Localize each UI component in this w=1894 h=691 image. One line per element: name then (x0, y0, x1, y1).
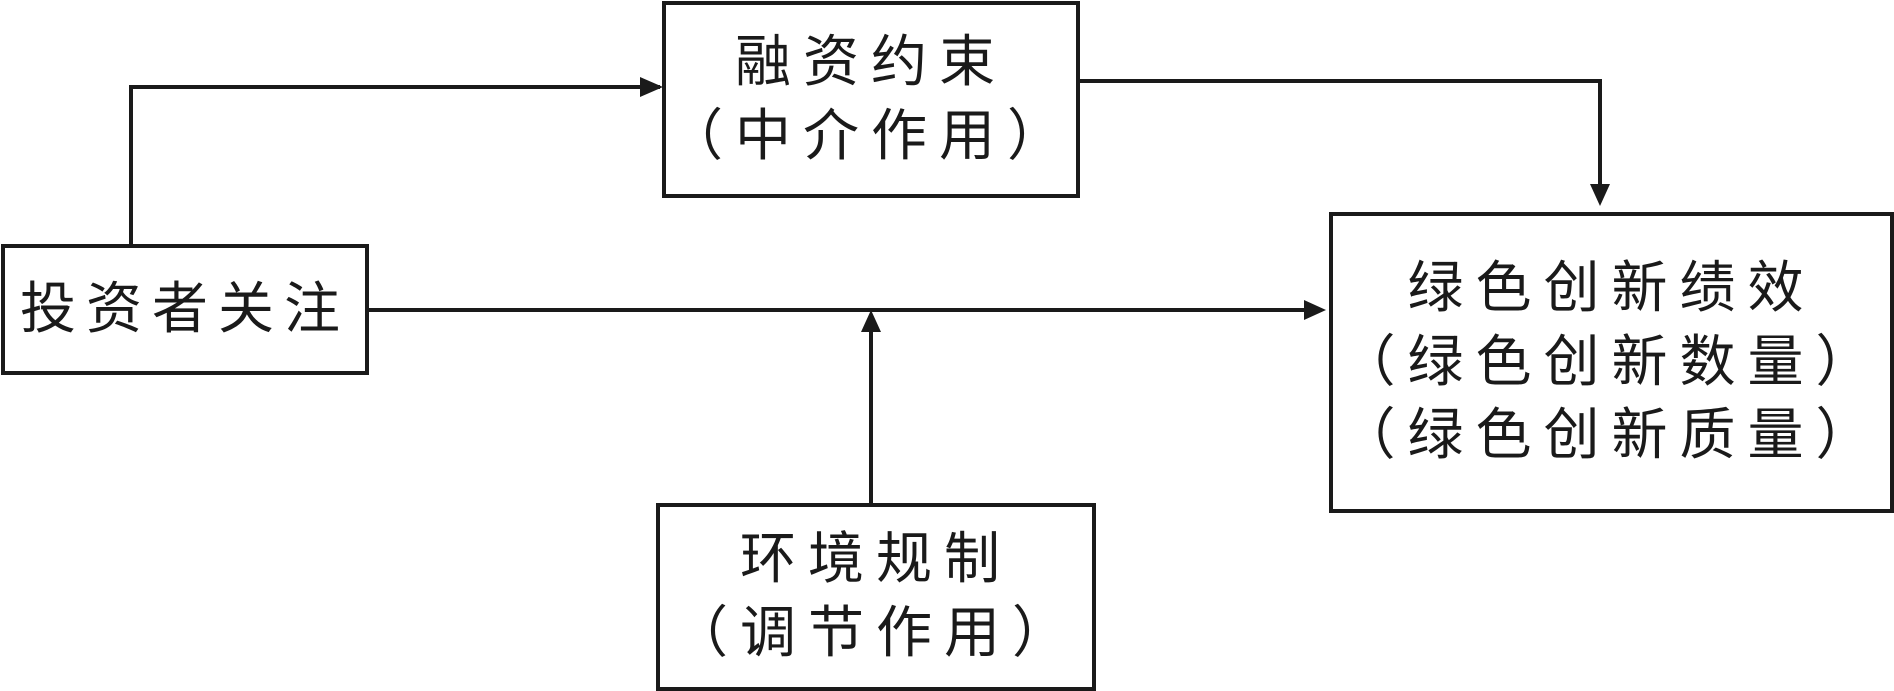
green-innovation-quantity: （绿色创新数量） (1339, 329, 1884, 395)
financing-constraint-node: 融资约束 （中介作用） (662, 1, 1080, 198)
arrow-financing-to-green (1079, 79, 1602, 190)
arrowhead-green-left (1304, 300, 1326, 320)
arrowhead-financing (640, 77, 663, 97)
investor-attention-node: 投资者关注 (1, 244, 369, 375)
arrow-investor-to-financing (129, 85, 660, 244)
environmental-regulation-role: （调节作用） (672, 601, 1080, 666)
investor-attention-label: 投资者关注 (20, 276, 350, 342)
green-innovation-quality: （绿色创新质量） (1339, 403, 1884, 469)
arrowhead-green-top (1590, 184, 1610, 206)
financing-constraint-label: 融资约束 (735, 29, 1007, 95)
environmental-regulation-label: 环境规制 (740, 527, 1012, 593)
environmental-regulation-node: 环境规制 （调节作用） (656, 503, 1096, 691)
green-innovation-label: 绿色创新绩效 (1407, 255, 1816, 321)
arrowhead-moderation (861, 310, 881, 332)
green-innovation-node: 绿色创新绩效 （绿色创新数量） （绿色创新质量） (1329, 212, 1894, 513)
financing-constraint-role: （中介作用） (667, 103, 1075, 169)
